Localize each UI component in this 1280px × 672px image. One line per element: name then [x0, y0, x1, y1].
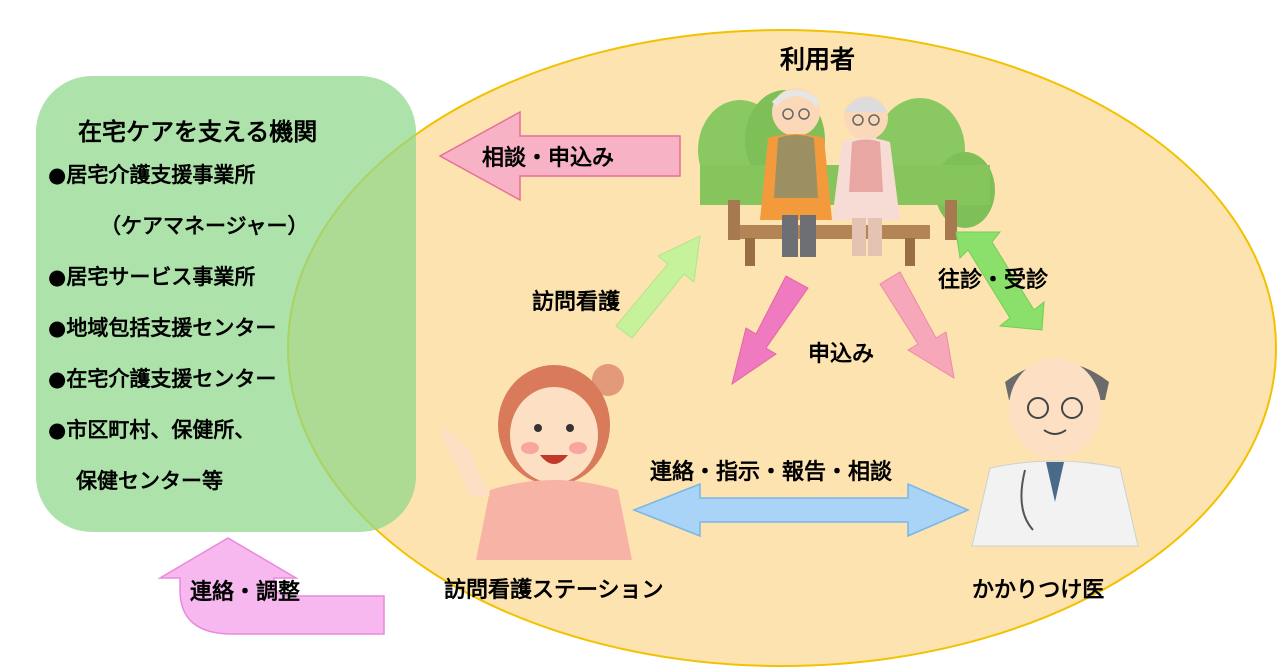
elderly-couple-on-bench-icon [698, 88, 995, 266]
agency-item: ●在宅介護支援センター [48, 367, 277, 391]
agency-item: 保健センター等 [76, 469, 223, 493]
family-doctor-label: かかりつけ医 [972, 578, 1105, 603]
home-visit-arrow [955, 231, 1045, 331]
agency-list: ●居宅介護支援事業所 （ケアマネージャー） ●居宅サービス事業所 ●地域包括支援… [48, 160, 309, 517]
application-arrow-right [879, 271, 955, 380]
coordination-arrow [157, 537, 385, 635]
application-arrow-left [731, 275, 809, 386]
application-label: 申込み [808, 342, 875, 367]
coordination-label: 連絡・調整 [190, 580, 301, 605]
liaison-arrow [631, 482, 970, 538]
agency-item: ●居宅サービス事業所 [48, 265, 256, 289]
home-visit-label: 往診・受診 [938, 268, 1049, 293]
doctor-icon [971, 358, 1139, 547]
liaison-label: 連絡・指示・報告・相談 [650, 460, 893, 485]
nursing-station-label: 訪問看護ステーション [444, 578, 664, 603]
agency-item: ●居宅介護支援事業所 [48, 163, 256, 187]
consult-arrow-label: 相談・申込み [482, 146, 615, 171]
agency-item: ●市区町村、保健所、 [48, 418, 256, 442]
agency-item: ●地域包括支援センター [48, 316, 277, 340]
visit-nursing-arrow [615, 235, 701, 339]
agency-box [36, 76, 416, 532]
user-label: 利用者 [780, 45, 856, 74]
agency-item: （ケアマネージャー） [100, 214, 309, 238]
consult-arrow [438, 110, 681, 202]
nurse-waving-icon [441, 364, 632, 560]
visit-nursing-label: 訪問看護 [532, 290, 621, 315]
agency-title: 在宅ケアを支える機関 [78, 118, 318, 146]
